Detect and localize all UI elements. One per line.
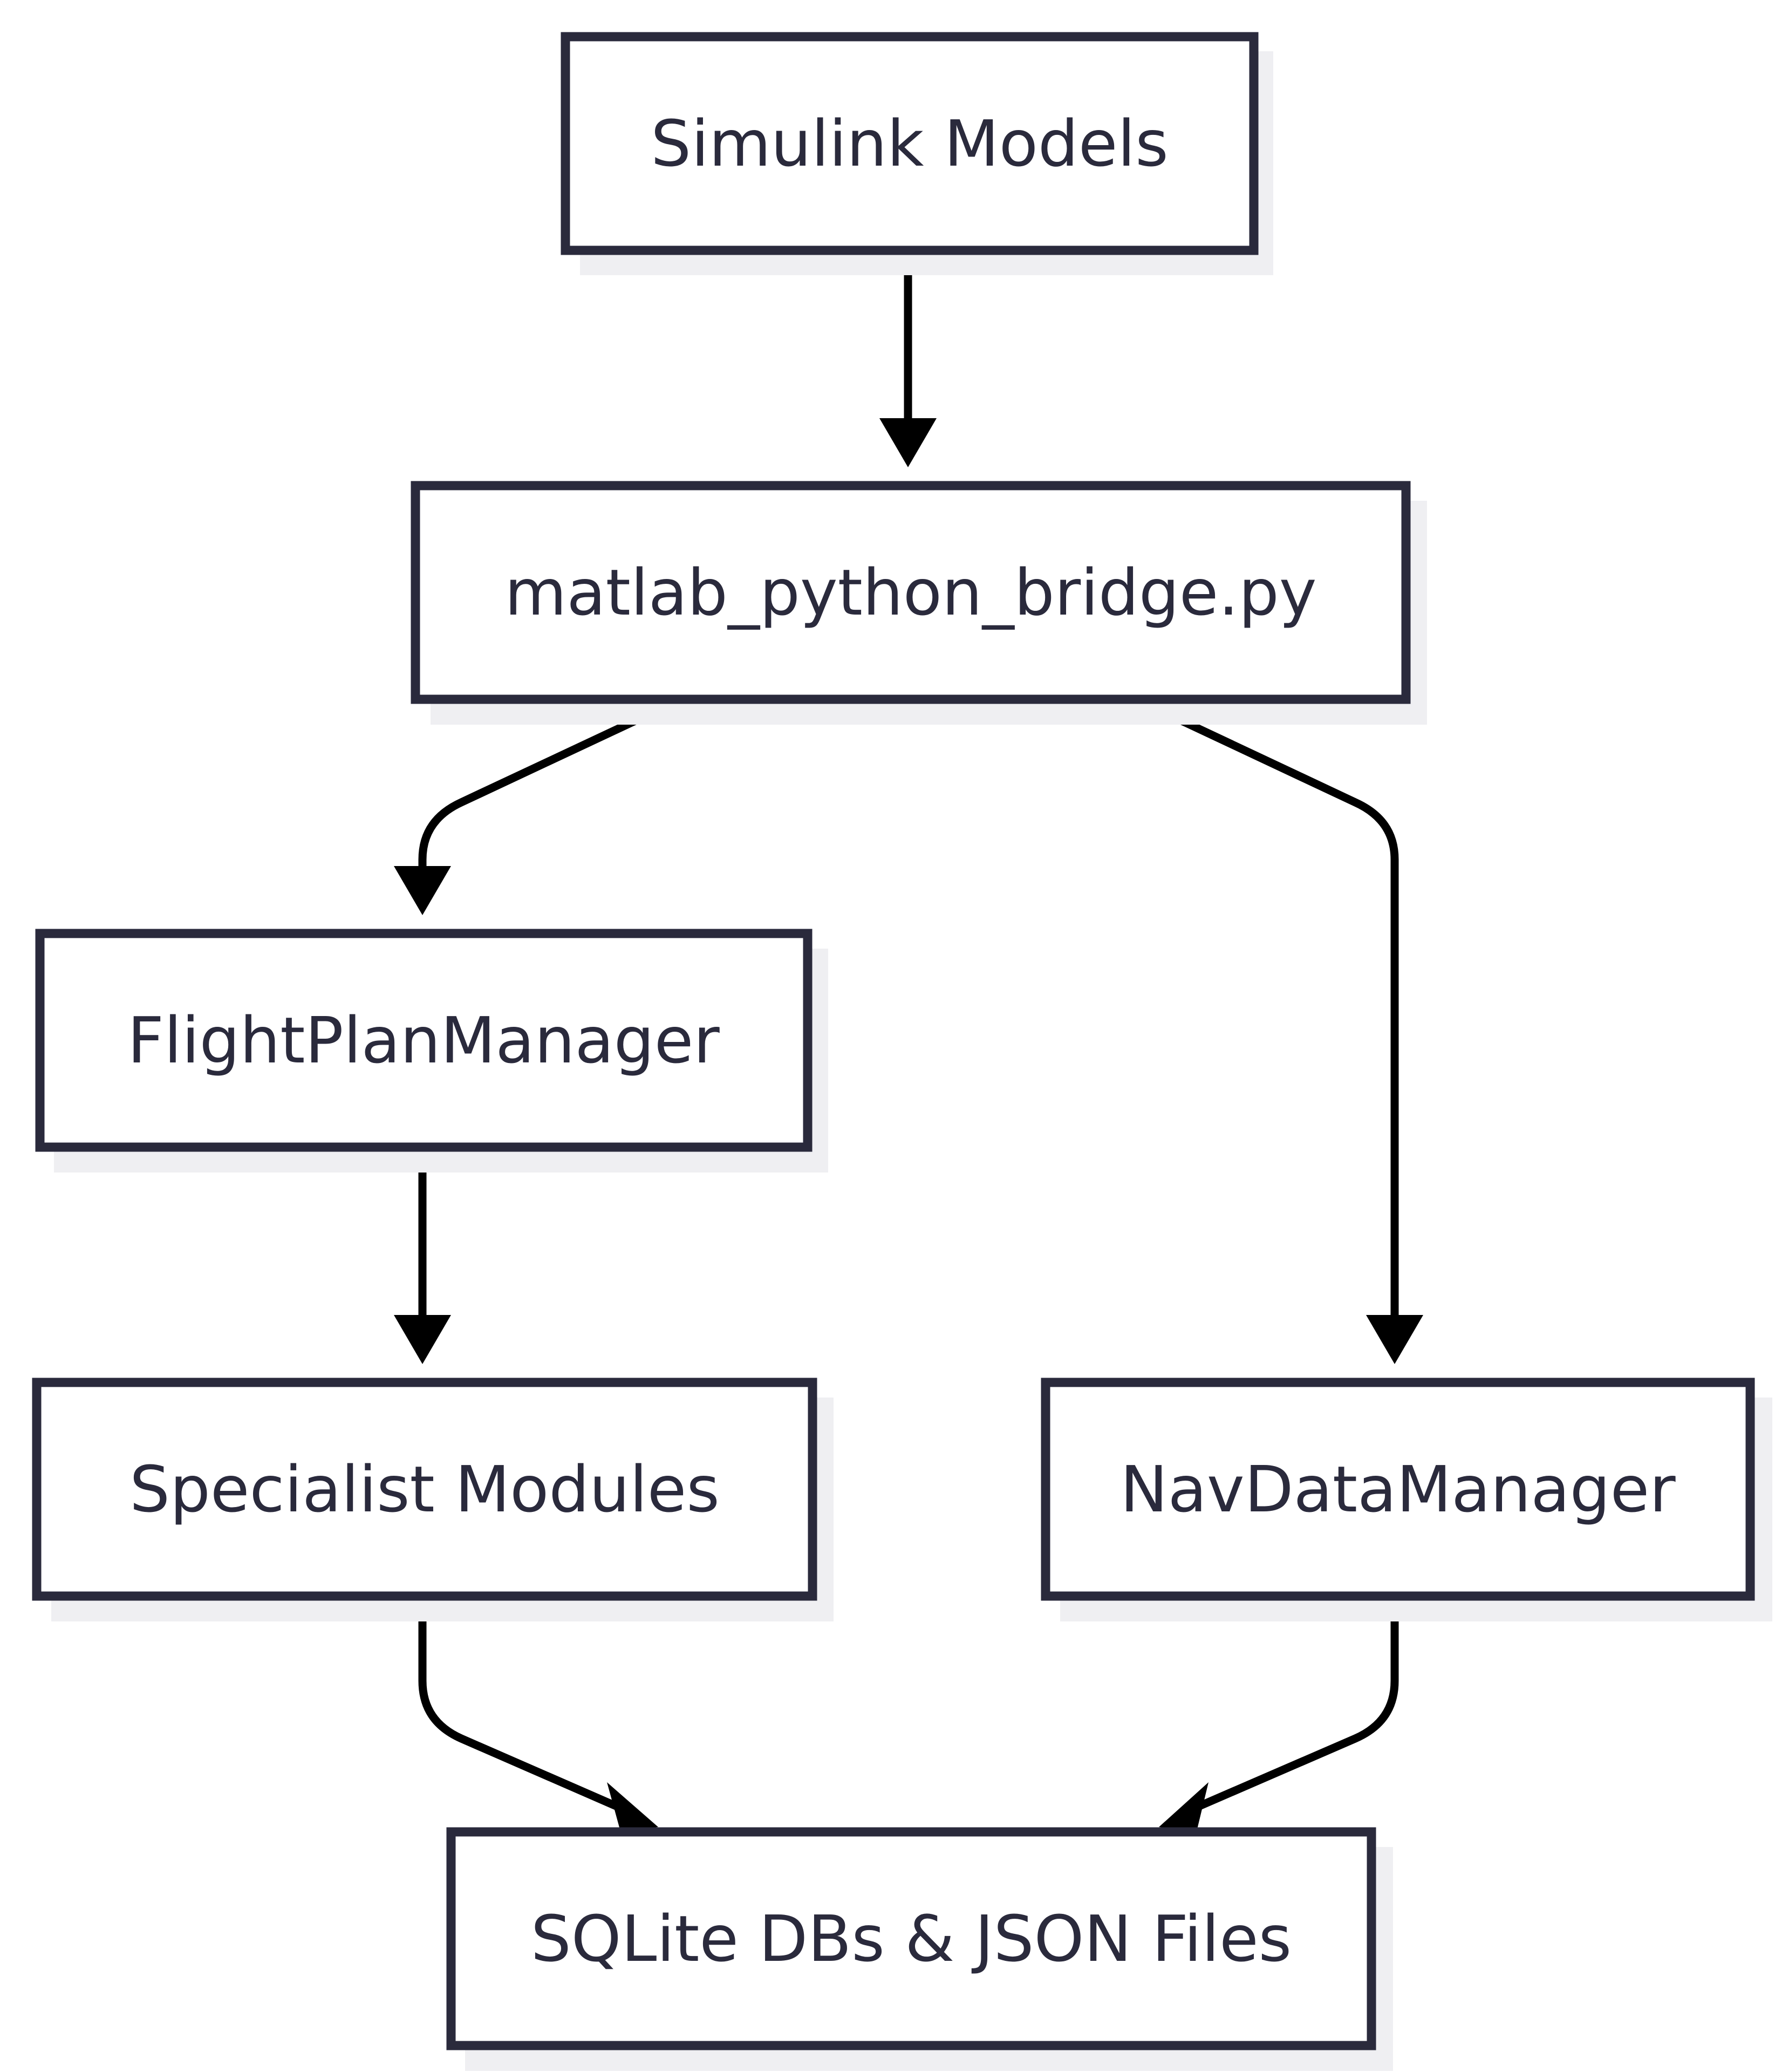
edge-flightplanmanager-to-specialist (394, 1148, 451, 1364)
node-flightplanmanager: FlightPlanManager (35, 929, 828, 1173)
edge-navdatamanager-to-storage (1159, 1597, 1399, 1831)
edge-specialist-to-storage (418, 1597, 658, 1831)
edge-bridge-to-navdatamanager (1136, 697, 1423, 1364)
node-specialist-modules-label: Specialist Modules (129, 1452, 720, 1526)
node-storage-label: SQLite DBs & JSON Files (531, 1901, 1292, 1976)
node-simulink-models-label: Simulink Models (651, 106, 1168, 181)
node-flightplanmanager-label: FlightPlanManager (127, 1003, 720, 1078)
node-storage: SQLite DBs & JSON Files (446, 1827, 1393, 2071)
edge-bridge-to-flightplanmanager (394, 697, 681, 915)
node-navdatamanager: NavDataManager (1041, 1378, 1772, 1621)
edge-simulink-to-bridge (879, 251, 937, 467)
node-bridge-label: matlab_python_bridge.py (504, 555, 1316, 630)
node-navdatamanager-label: NavDataManager (1120, 1452, 1676, 1526)
node-specialist-modules: Specialist Modules (32, 1378, 834, 1621)
node-bridge: matlab_python_bridge.py (411, 481, 1427, 725)
node-simulink-models: Simulink Models (561, 32, 1273, 275)
